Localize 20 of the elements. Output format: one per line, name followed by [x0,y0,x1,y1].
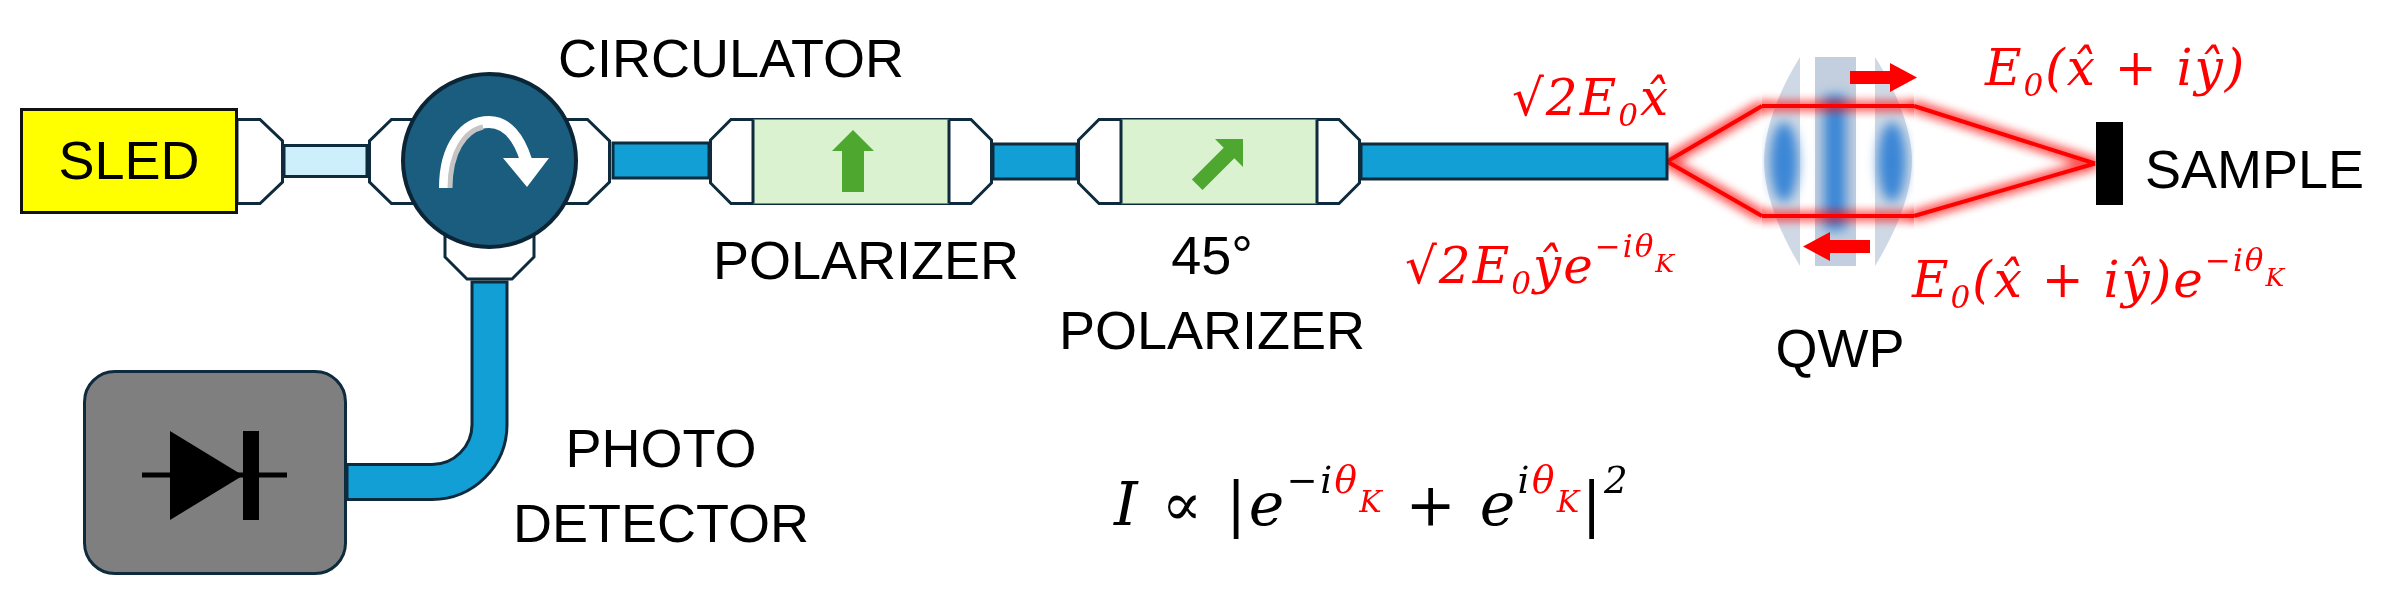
component-label: PHOTO DETECTOR [513,417,809,555]
field-expression: √2E$_{0}$x̂ [1512,67,1671,128]
optical-fiber [345,280,509,501]
optical-fiber [611,141,711,180]
fiber-with-light-beam [1359,104,1764,218]
component-label: SAMPLE [2145,138,2365,201]
photodetector-box [83,370,347,575]
component-label: CIRCULATOR [558,27,904,90]
light-source [20,108,284,214]
component-label: POLARIZER [712,229,1020,292]
inline-polarizer [1077,118,1361,205]
sample-block [2096,122,2123,205]
component-label: 45° POLARIZER [1058,224,1366,362]
component-label: QWP [1775,317,1905,380]
inline-polarizer [709,118,993,205]
device-label: SLED [58,131,200,191]
optical-fiber [282,144,369,178]
light-beam [1912,104,2097,218]
optical-fiber [991,142,1079,181]
field-expression: E$_{0}$(x̂ + iŷ) [1985,37,2247,98]
